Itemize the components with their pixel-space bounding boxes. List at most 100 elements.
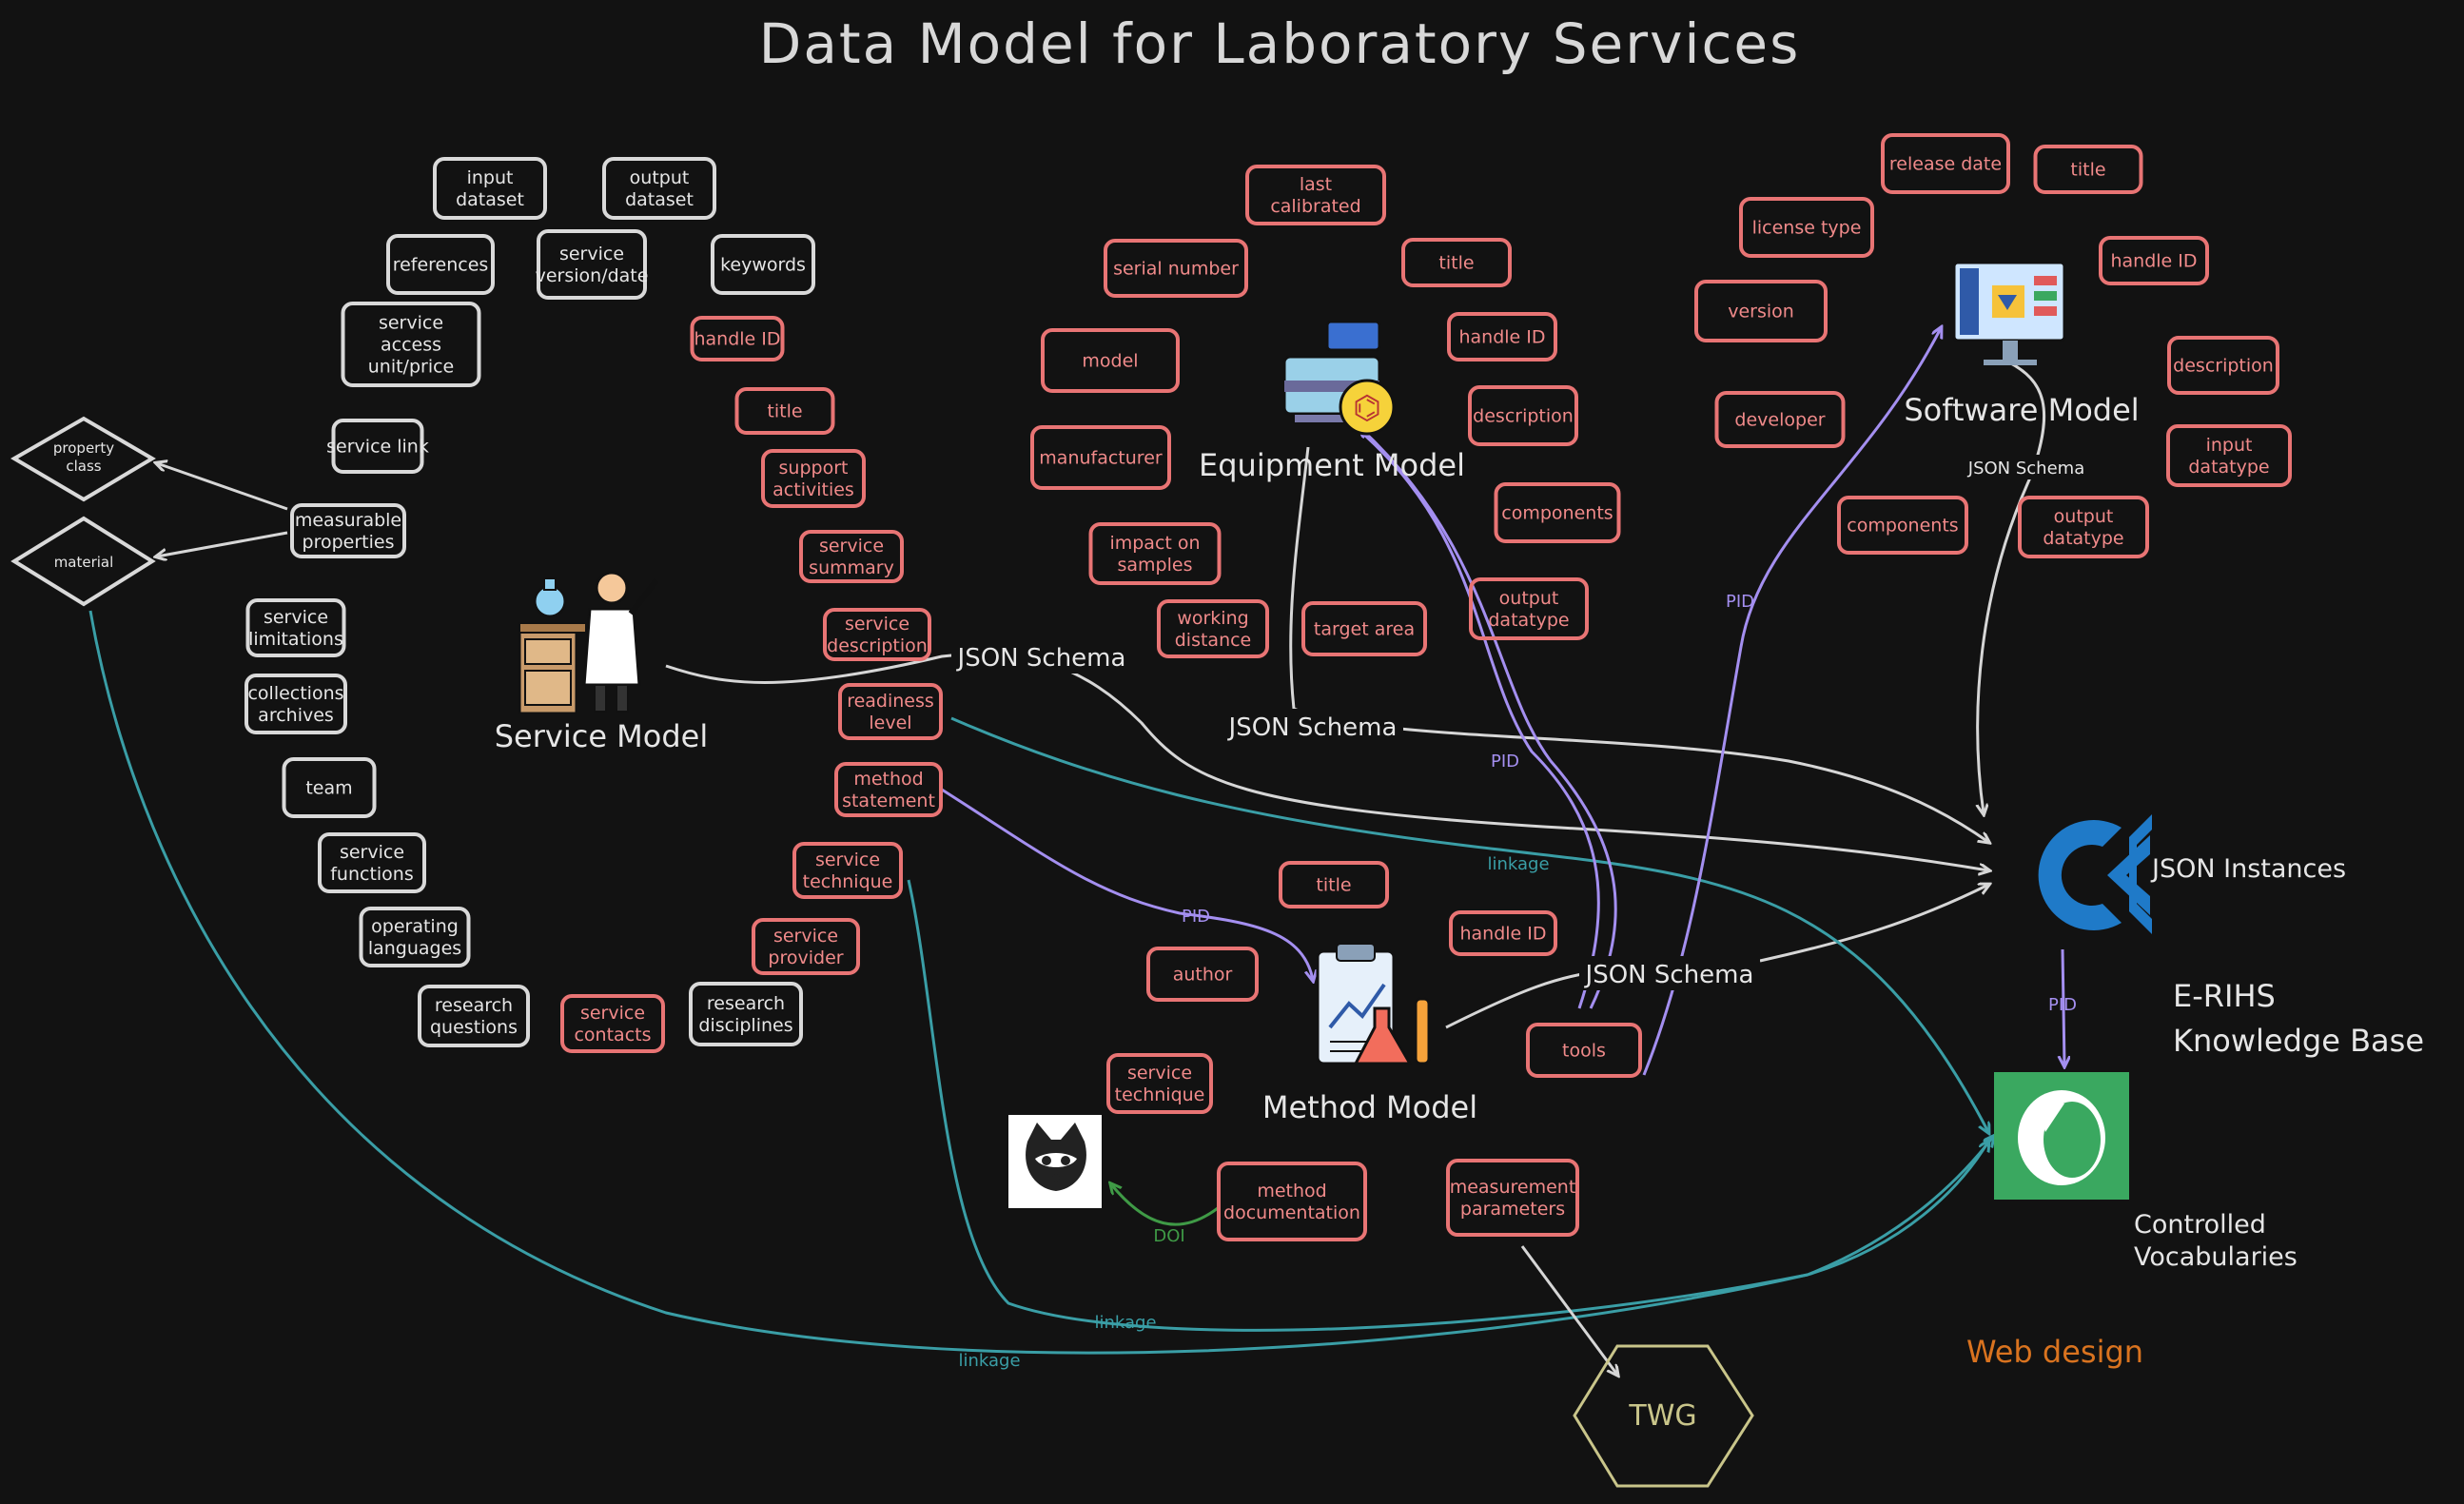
- method-node[interactable]: tools: [1526, 1023, 1642, 1078]
- software-node[interactable]: release date: [1881, 133, 2010, 194]
- service_white-node-label: limitations: [248, 629, 343, 650]
- software-node[interactable]: license type: [1739, 197, 1874, 258]
- service_red-node-label: summary: [809, 557, 894, 578]
- web-design-label[interactable]: Web design: [1966, 1334, 2143, 1370]
- service_white-node-label: dataset: [625, 189, 694, 210]
- json-instances-logo: [2038, 814, 2152, 934]
- diagram-title: Data Model for Laboratory Services: [759, 11, 1801, 76]
- service_red-node-label: service: [845, 614, 909, 635]
- edge-technique-linkage: [907, 879, 1988, 1332]
- service_white-node-label: operating: [371, 916, 459, 937]
- software-node[interactable]: handle ID: [2099, 236, 2209, 285]
- edge-service-json-schema: [665, 653, 1988, 870]
- service_white-node-label: questions: [430, 1017, 518, 1038]
- equipment-node[interactable]: title: [1401, 238, 1512, 287]
- service_red-node-label: handle ID: [694, 329, 780, 350]
- scientist-icon: [518, 571, 659, 715]
- software-node-label: license type: [1752, 218, 1862, 239]
- service_red-node[interactable]: title: [734, 387, 835, 435]
- equipment-node-label: manufacturer: [1039, 448, 1163, 469]
- service_white-node-label: measurable: [295, 510, 401, 531]
- service_red-node-label: readiness: [847, 691, 934, 712]
- vocabularies-logo: [1994, 1072, 2129, 1200]
- service_red-node-label: provider: [768, 947, 843, 968]
- edges: [88, 328, 2064, 1375]
- service_white-node-label: dataset: [456, 189, 524, 210]
- software-node-label: release date: [1889, 154, 2002, 175]
- diamond-property-class[interactable]: property class: [10, 416, 156, 502]
- equipment-node[interactable]: target area: [1301, 601, 1427, 656]
- software-node[interactable]: version: [1694, 280, 1828, 342]
- method-node[interactable]: title: [1279, 861, 1389, 908]
- equipment-node[interactable]: components: [1494, 482, 1621, 543]
- software-node-label: version: [1728, 302, 1794, 322]
- software-node[interactable]: developer: [1714, 391, 1846, 448]
- software-node-label: components: [1847, 516, 1958, 537]
- edge-tools-equipment-pid: [1360, 428, 1617, 1009]
- twg-node[interactable]: TWG: [1573, 1344, 1754, 1488]
- diamond-material[interactable]: material: [10, 516, 156, 607]
- edge-tools-equipment-pid-2: [1350, 421, 1600, 1009]
- service_white-node[interactable]: references: [386, 234, 495, 295]
- software-node[interactable]: components: [1837, 496, 1968, 555]
- edge-readiness-linkage: [950, 716, 1988, 1132]
- service_white-node-label: team: [305, 778, 352, 799]
- edge-measurement-twg: [1520, 1245, 1617, 1375]
- method-model-label: Method Model: [1262, 1089, 1477, 1125]
- service_red-node-label: activities: [772, 479, 854, 500]
- method-node[interactable]: handle ID: [1449, 910, 1557, 956]
- pid-label-method: PID: [1182, 907, 1210, 927]
- service_red-node[interactable]: handle ID: [690, 316, 785, 361]
- service_white-node[interactable]: keywords: [711, 234, 815, 295]
- service_white-node[interactable]: service link: [326, 419, 429, 474]
- software-node[interactable]: title: [2033, 145, 2143, 194]
- pid-label-software: PID: [1726, 592, 1754, 612]
- knowledge-base-label-2: Knowledge Base: [2173, 1023, 2424, 1059]
- software-node[interactable]: description: [2167, 336, 2279, 395]
- service_white-node-label: keywords: [720, 255, 806, 276]
- edge-material-linkage: [88, 610, 1993, 1355]
- method-node-label: method: [1257, 1181, 1326, 1201]
- equipment-node[interactable]: model: [1041, 328, 1180, 393]
- equipment-node-label: calibrated: [1270, 196, 1360, 217]
- twg-label: TWG: [1628, 1399, 1696, 1433]
- software-node-label: title: [2070, 160, 2105, 181]
- equipment-node[interactable]: description: [1468, 385, 1578, 446]
- method-node-label: parameters: [1460, 1199, 1565, 1220]
- service_red-node-label: service: [773, 926, 838, 947]
- equipment-node[interactable]: handle ID: [1447, 312, 1557, 361]
- equipment-node[interactable]: serial number: [1104, 239, 1248, 298]
- equipment-node[interactable]: manufacturer: [1030, 425, 1171, 490]
- software-node-label: description: [2173, 356, 2274, 377]
- method-node[interactable]: author: [1146, 947, 1259, 1002]
- service_white-node[interactable]: team: [282, 757, 377, 818]
